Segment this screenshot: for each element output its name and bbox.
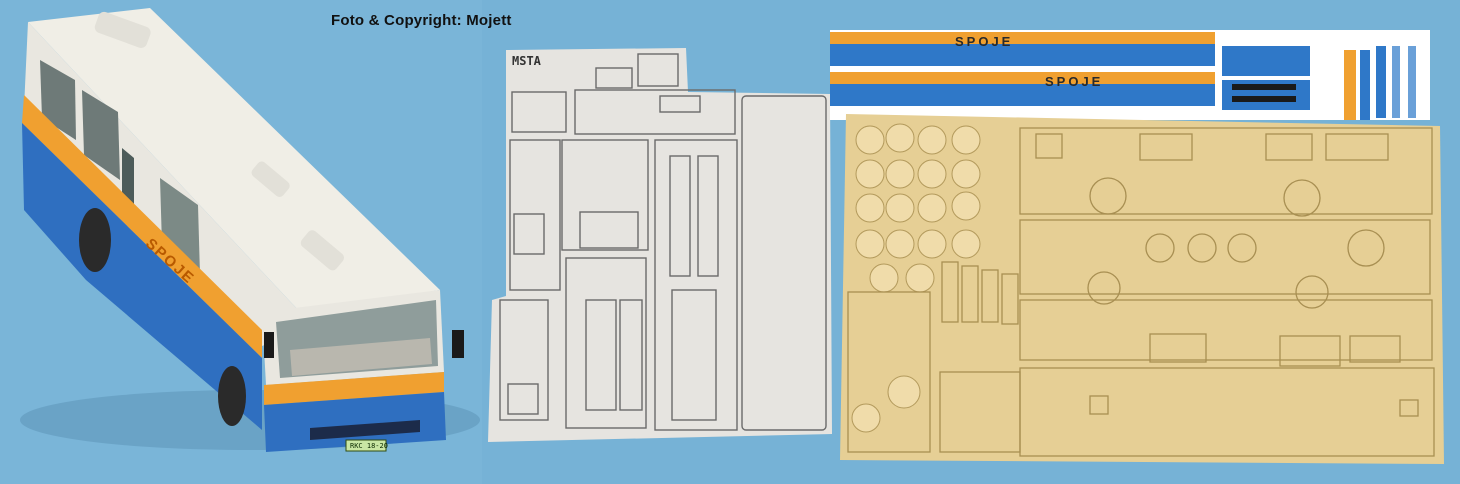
decal-stripe-text-bottom: SPOJE	[1045, 74, 1104, 89]
bus-license-plate: RKC 18-20	[350, 442, 388, 450]
photo-credit: Foto & Copyright: Mojett	[331, 12, 512, 29]
cardboard-sheet-label: MSTA	[512, 54, 541, 68]
bus-model-image	[20, 8, 480, 452]
decal-stripe-text-top: SPOJE	[955, 34, 1014, 49]
